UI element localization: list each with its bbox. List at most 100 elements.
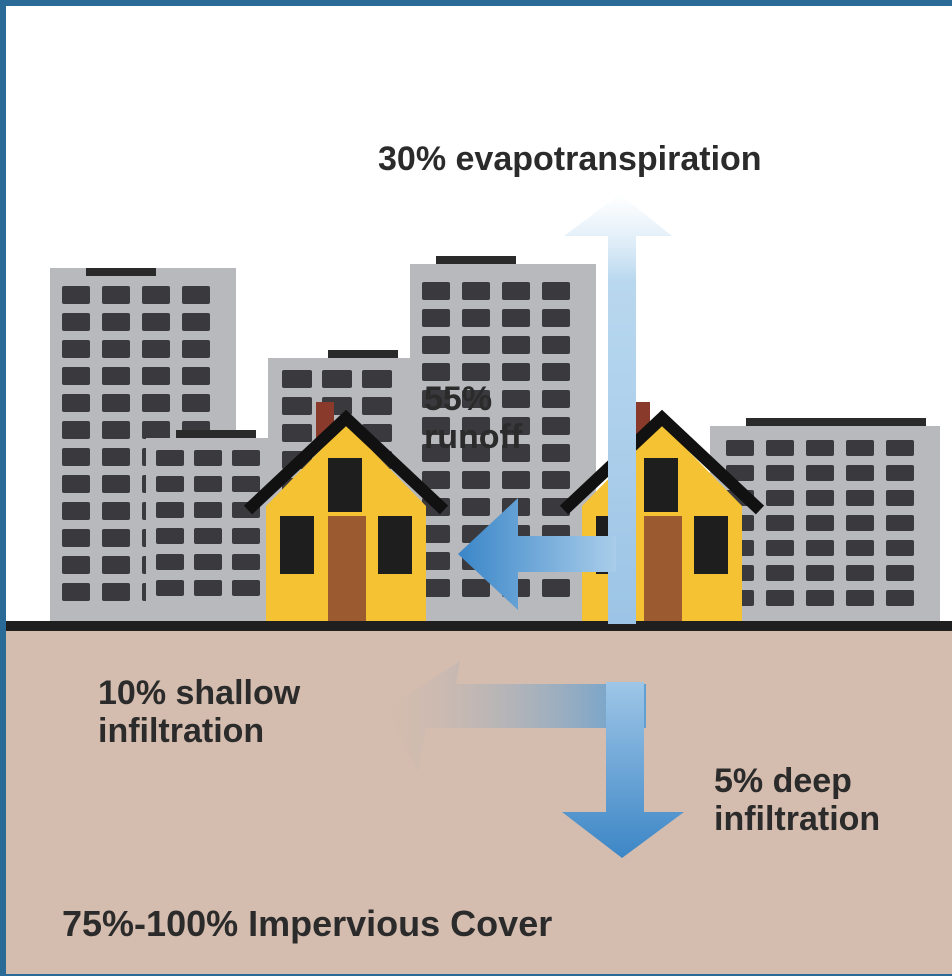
building-window bbox=[766, 565, 794, 581]
building-window bbox=[422, 363, 450, 381]
building-window bbox=[502, 417, 530, 435]
roof-equipment bbox=[176, 430, 256, 438]
building-window bbox=[102, 394, 130, 412]
building-window bbox=[462, 309, 490, 327]
building-window bbox=[542, 336, 570, 354]
house-roof bbox=[243, 409, 449, 515]
building-window bbox=[422, 471, 450, 489]
building-window bbox=[182, 286, 210, 304]
building-window bbox=[194, 502, 222, 518]
house-icon bbox=[243, 402, 449, 626]
runoff-label-line1: 55% bbox=[424, 380, 493, 418]
building-window bbox=[102, 313, 130, 331]
building-icon bbox=[710, 418, 940, 624]
house-window bbox=[378, 516, 412, 574]
building-window bbox=[766, 440, 794, 456]
building-window bbox=[102, 448, 130, 466]
building-window bbox=[422, 282, 450, 300]
building-window bbox=[422, 525, 450, 543]
building-window bbox=[806, 465, 834, 481]
runoff-label-line2: runoff bbox=[424, 418, 523, 457]
building-window bbox=[806, 540, 834, 556]
shallow-infiltration-label-line1: 10% shallow bbox=[98, 674, 301, 712]
building-window bbox=[886, 440, 914, 456]
building-window bbox=[422, 579, 450, 597]
building-window bbox=[806, 440, 834, 456]
building-window bbox=[182, 367, 210, 385]
building-window bbox=[542, 390, 570, 408]
building-window bbox=[102, 583, 130, 601]
deep-infiltration-label-line2: infiltration bbox=[714, 800, 881, 839]
building-window bbox=[62, 448, 90, 466]
building-window bbox=[156, 554, 184, 570]
house-door bbox=[644, 516, 682, 626]
building-window bbox=[766, 490, 794, 506]
building-window bbox=[542, 579, 570, 597]
building-window bbox=[232, 528, 260, 544]
building-window bbox=[806, 490, 834, 506]
building-window bbox=[422, 417, 450, 435]
building-window bbox=[142, 367, 170, 385]
building-window bbox=[542, 444, 570, 462]
building-window bbox=[542, 309, 570, 327]
building-window bbox=[362, 397, 392, 415]
building-window bbox=[462, 498, 490, 516]
runoff-arrow-icon bbox=[458, 498, 616, 610]
building-window bbox=[232, 554, 260, 570]
building-window bbox=[62, 475, 90, 493]
building-window bbox=[422, 390, 450, 408]
building-window bbox=[362, 370, 392, 388]
evapotranspiration-label: 30% evapotranspiration bbox=[378, 140, 762, 178]
house-window bbox=[280, 516, 314, 574]
building-window bbox=[282, 370, 312, 388]
attic-window bbox=[328, 458, 362, 512]
building-window bbox=[806, 515, 834, 531]
building-window bbox=[422, 336, 450, 354]
attic-window bbox=[644, 458, 678, 512]
building-window bbox=[846, 515, 874, 531]
building-window bbox=[194, 450, 222, 466]
building-window bbox=[766, 515, 794, 531]
building-window bbox=[766, 540, 794, 556]
building-window bbox=[232, 476, 260, 492]
building-window bbox=[502, 471, 530, 489]
house-roof bbox=[559, 409, 765, 515]
building-window bbox=[142, 394, 170, 412]
building-window bbox=[806, 590, 834, 606]
building-window bbox=[726, 440, 754, 456]
building-window bbox=[62, 529, 90, 547]
building-window bbox=[156, 502, 184, 518]
building-window bbox=[422, 444, 450, 462]
building-window bbox=[156, 450, 184, 466]
building-window bbox=[846, 590, 874, 606]
building-window bbox=[422, 552, 450, 570]
building-window bbox=[232, 580, 260, 596]
diagram-panel: 30% evapotranspiration 55% runoff 10% sh… bbox=[6, 6, 952, 974]
roof-equipment bbox=[436, 256, 516, 264]
building-window bbox=[502, 363, 530, 381]
building-window bbox=[142, 340, 170, 358]
building-window bbox=[182, 394, 210, 412]
building-window bbox=[102, 556, 130, 574]
building-window bbox=[886, 590, 914, 606]
building-window bbox=[462, 336, 490, 354]
shallow-infiltration-label-line2: infiltration bbox=[98, 712, 265, 751]
building-window bbox=[462, 444, 490, 462]
building-window bbox=[766, 590, 794, 606]
building-window bbox=[194, 528, 222, 544]
building-window bbox=[886, 515, 914, 531]
building-window bbox=[422, 309, 450, 327]
building-window bbox=[846, 540, 874, 556]
building-window bbox=[502, 444, 530, 462]
building-window bbox=[846, 465, 874, 481]
building-window bbox=[182, 340, 210, 358]
building-window bbox=[62, 367, 90, 385]
building-window bbox=[886, 490, 914, 506]
impervious-cover-label: 75%-100% Impervious Cover bbox=[62, 903, 553, 944]
building-window bbox=[502, 390, 530, 408]
building-window bbox=[194, 554, 222, 570]
building-window bbox=[62, 502, 90, 520]
building-window bbox=[182, 313, 210, 331]
roof-equipment bbox=[746, 418, 926, 426]
deep-infiltration-label-line1: 5% deep bbox=[714, 762, 852, 800]
